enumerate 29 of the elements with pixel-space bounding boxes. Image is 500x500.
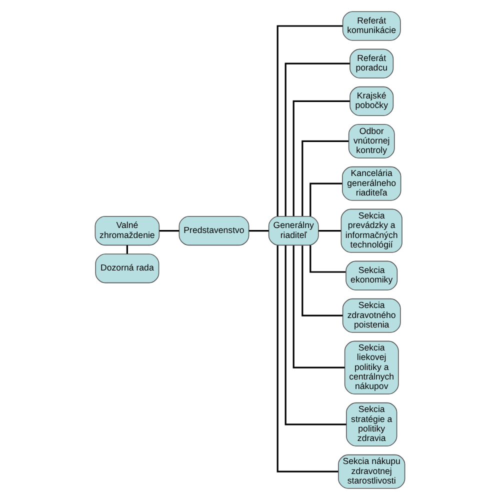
node-box: Kancelária generálneho riaditeľa: [342, 166, 402, 201]
connector: [159, 230, 180, 232]
node-box: Valné zhromaždenie: [94, 216, 160, 246]
connector: [284, 245, 346, 426]
node-box: Sekcia prevádzky a informačných technológií: [340, 208, 402, 253]
connector: [248, 230, 269, 232]
node-box: Sekcia liekovej politiky a centrálnych nákupov: [344, 340, 399, 394]
connector: [302, 140, 349, 216]
node-box: Dozorná rada: [95, 254, 160, 284]
node-box: Sekcia stratégie a politiky zdravia: [346, 402, 398, 446]
node-box: Krajské pobočky: [350, 86, 394, 116]
connector: [284, 62, 350, 216]
node-box: Sekcia zdravotného poistenia: [342, 298, 401, 333]
node-box: Odbor vnútornej kontroly: [348, 124, 395, 158]
connector: [292, 100, 350, 216]
connector: [318, 230, 341, 232]
connector: [310, 182, 342, 216]
node-box: Referát komunikácie: [342, 11, 401, 41]
connector: [276, 246, 338, 472]
node-box: Generálny riaditeľ: [268, 216, 319, 246]
node-box: Sekcia nákupu zdravotnej starostlivosti: [338, 454, 406, 489]
connector: [292, 245, 345, 368]
node-box: Predstavenstvo: [178, 216, 250, 246]
node-box: Sekcia ekonomiky: [346, 260, 398, 290]
node-box: Referát poradcu: [350, 48, 394, 78]
connector: [276, 25, 343, 216]
connector: [126, 245, 128, 254]
connector: [310, 245, 346, 273]
connector: [302, 246, 343, 316]
